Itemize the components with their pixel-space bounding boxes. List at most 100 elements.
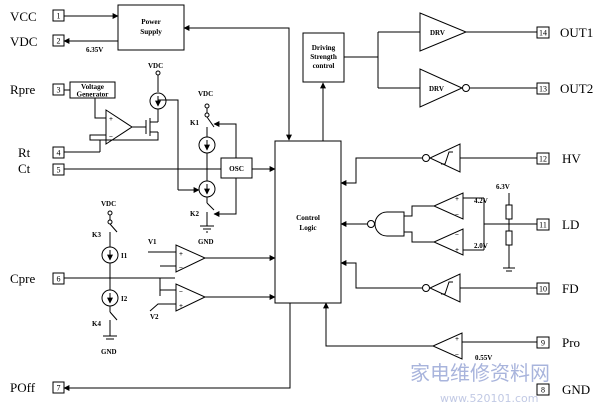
wire-hv-logic xyxy=(340,157,422,186)
svg-text:+: + xyxy=(455,195,459,203)
drv2-buffer xyxy=(419,68,464,108)
wire-osc-k2 xyxy=(213,178,237,217)
switch-k2 xyxy=(206,202,215,211)
svg-text:−: − xyxy=(455,211,459,219)
power-supply-line2: Supply xyxy=(140,28,162,36)
pin-number-4: 4 xyxy=(57,149,61,158)
switch-k3 xyxy=(109,223,118,233)
wire-pro-logic xyxy=(323,302,433,347)
wire-supply-logic xyxy=(183,25,292,141)
wire-vg-opamp xyxy=(94,98,106,119)
watermark-cn: 家电维修资料网 xyxy=(410,361,550,385)
svg-text:−: − xyxy=(179,288,183,296)
svg-text:−: − xyxy=(455,231,459,239)
power-supply-line1: Power xyxy=(141,18,161,26)
pin-number-12: 12 xyxy=(539,155,547,164)
pin-label-vcc: VCC xyxy=(10,9,37,24)
label-k2: K2 xyxy=(190,210,199,218)
pin-label-vdc: VDC xyxy=(10,34,37,49)
pin-number-10: 10 xyxy=(539,285,547,294)
label-i1: I1 xyxy=(121,252,128,260)
pro-comparator xyxy=(431,332,463,360)
driving-strength-line2: Strength xyxy=(310,53,337,61)
label-i2: I2 xyxy=(121,295,128,303)
ld-comparator-upper xyxy=(432,192,464,220)
pin-number-6: 6 xyxy=(57,275,61,284)
opamp-rpre-plus: + xyxy=(109,115,113,123)
label-vdc-osc: VDC xyxy=(198,90,213,98)
pin-label-hv: HV xyxy=(562,151,581,166)
pin-number-2: 2 xyxy=(57,37,61,46)
drv2-label: DRV xyxy=(429,85,444,93)
switch-k1-contact xyxy=(204,112,210,118)
driving-strength-line1: Driving xyxy=(312,44,336,52)
fd-hysteresis-icon xyxy=(441,281,453,295)
control-logic-line1: Control xyxy=(296,214,320,222)
resistor-ld-bottom xyxy=(505,230,513,246)
voltage-generator-line1: Voltage xyxy=(81,83,104,91)
pin-label-gnd: GND xyxy=(562,382,590,397)
control-logic-block xyxy=(274,140,342,304)
svg-text:−: − xyxy=(179,264,183,272)
label-vdc-cpre: VDC xyxy=(101,200,116,208)
pin-number-14: 14 xyxy=(539,29,547,38)
switch-k4 xyxy=(109,311,118,321)
pin-number-13: 13 xyxy=(539,85,547,94)
pin-label-cpre: Cpre xyxy=(10,271,36,286)
wire-feedback xyxy=(89,132,159,141)
label-v2: V2 xyxy=(150,313,159,321)
label-0-55v: 0.55V xyxy=(475,354,492,362)
label-v1: V1 xyxy=(148,238,157,246)
label-vdc-top: VDC xyxy=(148,62,163,70)
label-gnd-cpre: GND xyxy=(101,348,117,356)
cpre-comparator-v2 xyxy=(175,283,207,312)
wire-mirror xyxy=(158,99,179,190)
watermark-url: www.520101.com xyxy=(440,392,538,405)
resistor-ld-top xyxy=(505,204,513,220)
svg-text:+: + xyxy=(455,335,459,343)
pin-number-1: 1 xyxy=(57,12,61,21)
wire-fd-logic xyxy=(340,260,422,289)
pin-label-ld: LD xyxy=(562,217,579,232)
pin-number-9: 9 xyxy=(541,339,545,348)
label-2-0v: 2.0V xyxy=(474,242,488,250)
label-6-35v: 6.35V xyxy=(86,46,103,54)
pin-box-8 xyxy=(536,383,550,396)
wire-osc-k1 xyxy=(213,121,237,158)
drv1-label: DRV xyxy=(430,29,445,37)
pin-label-out1: OUT1 xyxy=(560,25,593,40)
wire-poff xyxy=(63,303,291,391)
opamp-rpre xyxy=(105,109,133,145)
pin-label-pro: Pro xyxy=(562,335,580,350)
label-k1: K1 xyxy=(190,119,199,127)
label-6-3v: 6.3V xyxy=(496,183,510,191)
pin-number-5: 5 xyxy=(57,166,61,175)
switch-k1 xyxy=(206,116,215,128)
opamp-rpre-minus: − xyxy=(109,133,113,141)
label-4-2v: 4.2V xyxy=(474,197,488,205)
pin-label-rpre: Rpre xyxy=(10,82,36,97)
drv1-buffer xyxy=(419,12,468,52)
ld-comparator-lower xyxy=(432,228,464,256)
drv2-inverter-bubble xyxy=(462,84,470,92)
pin-label-fd: FD xyxy=(562,281,579,296)
svg-text:−: − xyxy=(455,351,459,359)
pin-label-poff: POff xyxy=(10,380,36,395)
label-gnd-osc: GND xyxy=(198,238,214,246)
pin-number-11: 11 xyxy=(539,221,547,230)
cpre-comparator-v1 xyxy=(175,244,207,273)
pin-number-8: 8 xyxy=(541,386,545,395)
ld-nand-gate xyxy=(374,211,405,237)
svg-text:+: + xyxy=(455,246,459,254)
label-k3: K3 xyxy=(92,231,101,239)
hv-hysteresis-icon xyxy=(441,151,453,165)
pin-label-out2: OUT2 xyxy=(560,81,593,96)
driving-strength-line3: control xyxy=(313,62,335,70)
label-k4: K4 xyxy=(92,320,101,328)
pin-number-3: 3 xyxy=(57,86,61,95)
svg-text:+: + xyxy=(179,250,183,258)
pin-label-rt: Rt xyxy=(18,145,31,160)
fd-schmitt xyxy=(428,273,461,303)
